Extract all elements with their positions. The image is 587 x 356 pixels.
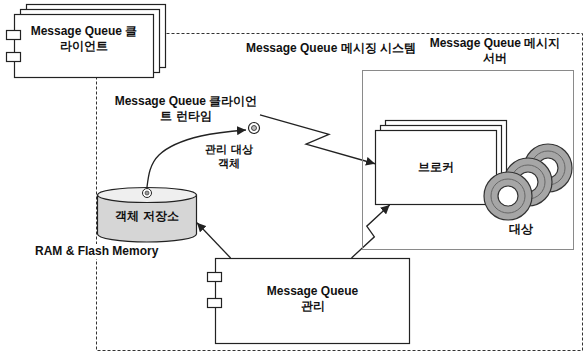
broker-box: 브로커 bbox=[375, 130, 497, 205]
connector-arrow bbox=[260, 115, 375, 164]
connector-arrow bbox=[197, 223, 231, 258]
system-boundary: Message Queue 메시징 시스템 Message Queue 클라이언트… bbox=[96, 33, 583, 351]
region-outline bbox=[363, 71, 574, 250]
node-label: Message Queue 클라이언트 런타임 bbox=[114, 94, 258, 124]
node-label: 브로커 bbox=[418, 160, 454, 175]
cylinder-top bbox=[98, 188, 197, 203]
edge-label: 관리 대상 객체 bbox=[200, 143, 258, 171]
runtime-node: Message Queue 클라이언트 런타임 bbox=[112, 92, 260, 130]
runtime-icon-inner bbox=[252, 126, 257, 131]
runtime-icon-outer bbox=[249, 123, 260, 134]
ring-outer bbox=[484, 172, 532, 220]
component-body bbox=[216, 259, 410, 344]
edge-label-holder: 관리 대상 객체 bbox=[200, 143, 258, 171]
node-label: Message Queue 관리 bbox=[260, 284, 366, 314]
object-icon-core bbox=[145, 191, 149, 195]
node-label: 대상 bbox=[509, 222, 533, 237]
object-icon bbox=[143, 189, 152, 198]
component-tab bbox=[208, 299, 222, 308]
component-body bbox=[15, 15, 154, 78]
node-sublabel: RAM & Flash Memory bbox=[35, 244, 158, 259]
node-label: 객체 저장소 bbox=[115, 209, 178, 224]
connector-arrow bbox=[352, 205, 390, 258]
admin-component: Message Queue 관리 bbox=[215, 258, 410, 344]
node-label: Message Queue 클라이언트 bbox=[28, 24, 140, 54]
node-label: Message Queue 메시지 서버 bbox=[425, 36, 565, 66]
ring-mid bbox=[491, 179, 525, 213]
dashed-boundary bbox=[97, 34, 583, 351]
runtime-icon bbox=[249, 123, 260, 134]
ring-hole bbox=[498, 186, 518, 206]
broker-body bbox=[376, 131, 497, 205]
component-tab bbox=[208, 273, 222, 282]
destination-ring bbox=[484, 172, 532, 220]
component-tab bbox=[7, 53, 21, 62]
component-tab bbox=[7, 31, 21, 40]
object-store: 객체 저장소RAM & Flash Memory bbox=[97, 187, 197, 242]
client-component: Message Queue 클라이언트 bbox=[14, 14, 154, 78]
node-label: Message Queue 메시징 시스템 bbox=[246, 41, 416, 56]
destination-rings: 대상 bbox=[468, 140, 573, 240]
server-region: Message Queue 메시지 서버브로커대상 bbox=[362, 36, 574, 250]
